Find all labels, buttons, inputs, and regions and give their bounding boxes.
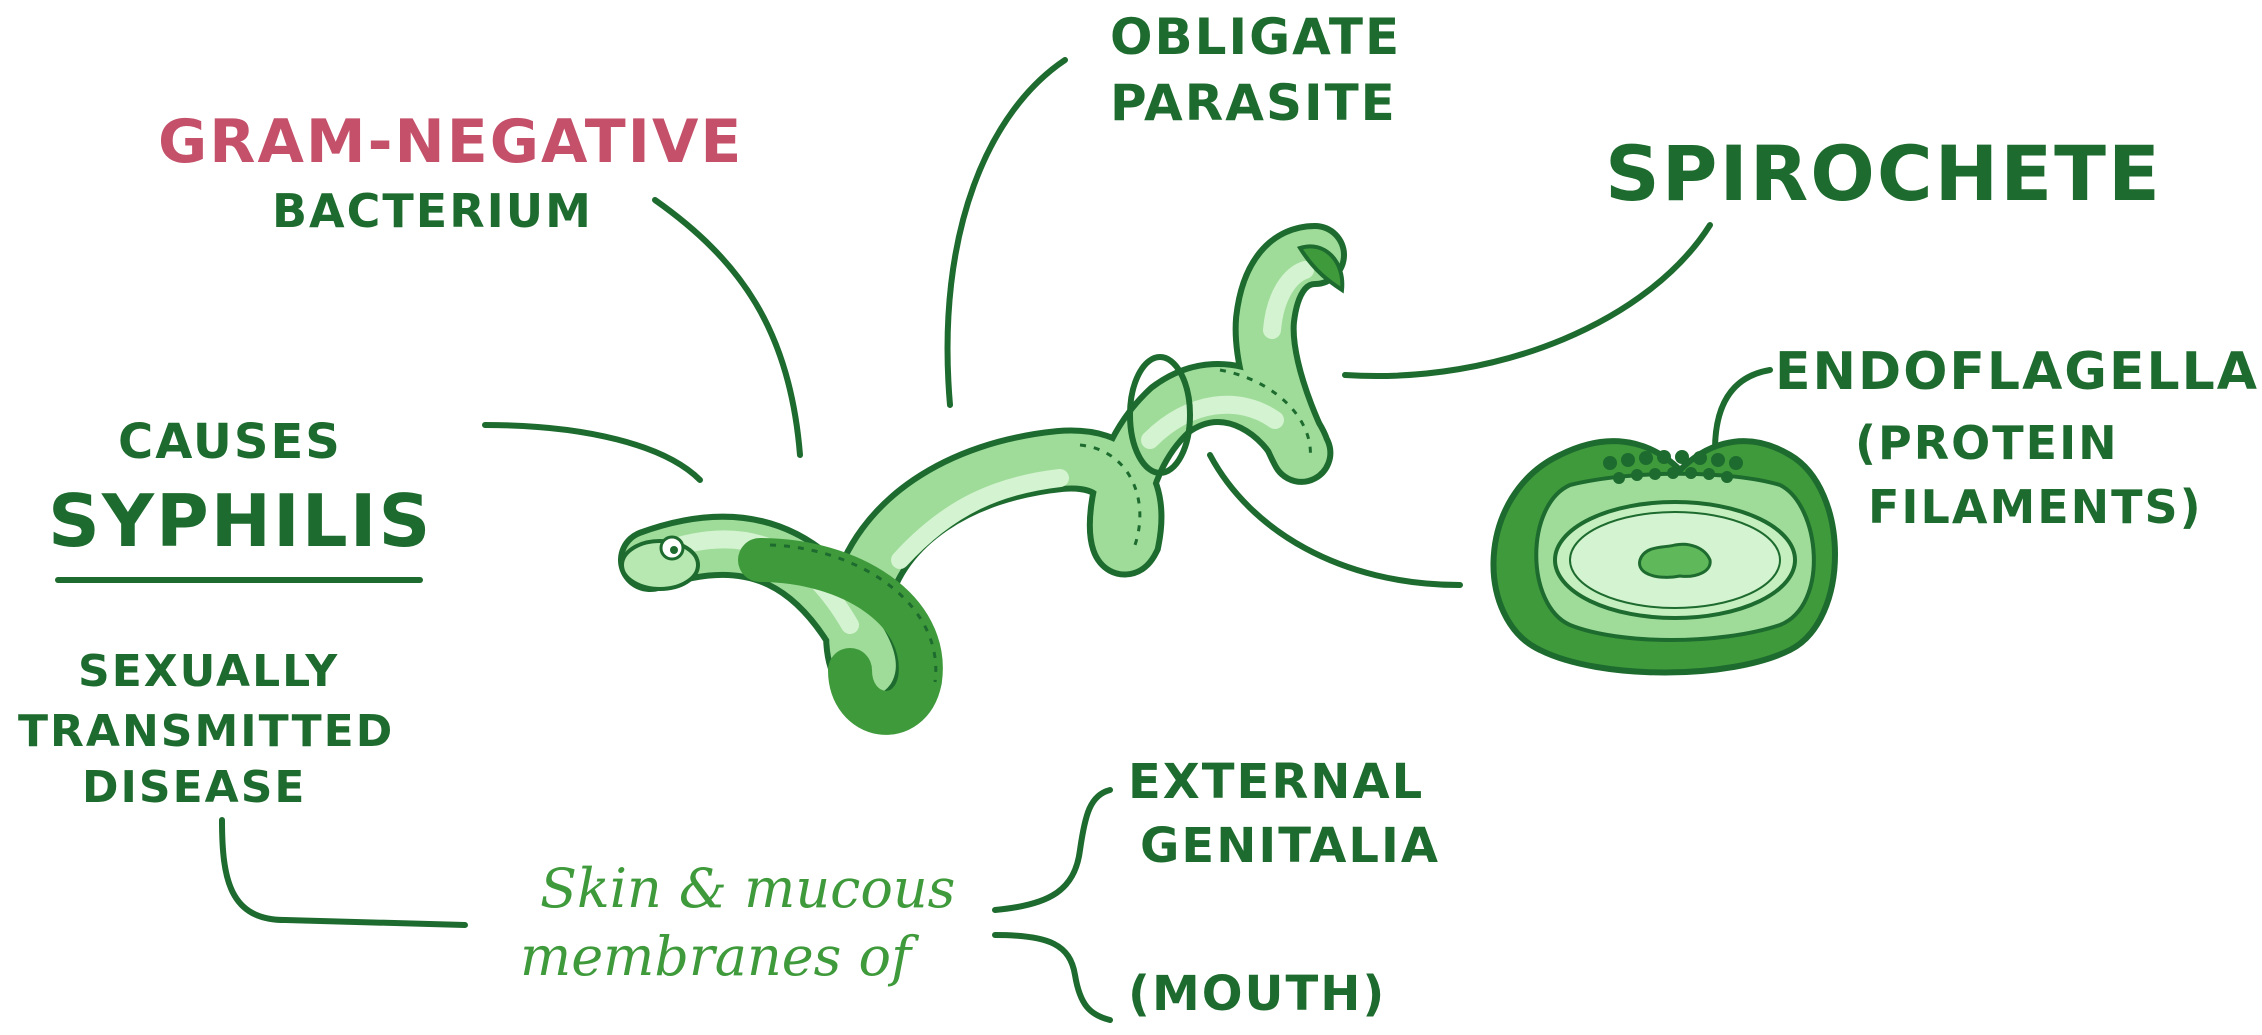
connector-spirochete bbox=[1345, 225, 1710, 376]
connector-std bbox=[222, 820, 465, 925]
label-external: EXTERNAL bbox=[1128, 758, 1424, 806]
bracket-lower bbox=[995, 935, 1110, 1020]
label-membranes-of: membranes of bbox=[520, 930, 911, 984]
cross-section-nucleoid bbox=[1640, 544, 1711, 577]
label-bacterium: BACTERIUM bbox=[272, 188, 593, 234]
connector-causes-syphilis bbox=[485, 425, 700, 480]
label-transmitted: TRANSMITTED bbox=[18, 710, 394, 754]
label-obligate: OBLIGATE bbox=[1110, 12, 1401, 62]
label-disease: DISEASE bbox=[82, 766, 306, 810]
label-filaments: FILAMENTS) bbox=[1868, 484, 2203, 530]
label-spirochete: SPIROCHETE bbox=[1605, 136, 2162, 212]
label-sexually: SEXUALLY bbox=[78, 650, 339, 694]
connector-obligate-parasite bbox=[948, 60, 1065, 405]
connector-endoflagella bbox=[1715, 370, 1770, 450]
cross-section-illustration bbox=[1493, 441, 1835, 672]
spirochete-illustration bbox=[622, 246, 1342, 713]
connector-cross-section bbox=[1210, 455, 1460, 585]
label-parasite: PARASITE bbox=[1110, 78, 1397, 128]
label-syphilis: SYPHILIS bbox=[48, 485, 432, 557]
label-endoflagella: ENDOFLAGELLA bbox=[1775, 346, 2259, 398]
label-genitalia: GENITALIA bbox=[1140, 822, 1440, 870]
connector-gram-negative bbox=[655, 200, 800, 455]
label-gram-negative: GRAM-NEGATIVE bbox=[158, 112, 743, 172]
label-causes: CAUSES bbox=[118, 418, 342, 466]
label-protein: (PROTEIN bbox=[1855, 420, 2119, 466]
label-skin-mucous: Skin & mucous bbox=[540, 862, 955, 916]
bracket-upper bbox=[995, 790, 1110, 910]
label-mouth: (MOUTH) bbox=[1128, 970, 1386, 1018]
